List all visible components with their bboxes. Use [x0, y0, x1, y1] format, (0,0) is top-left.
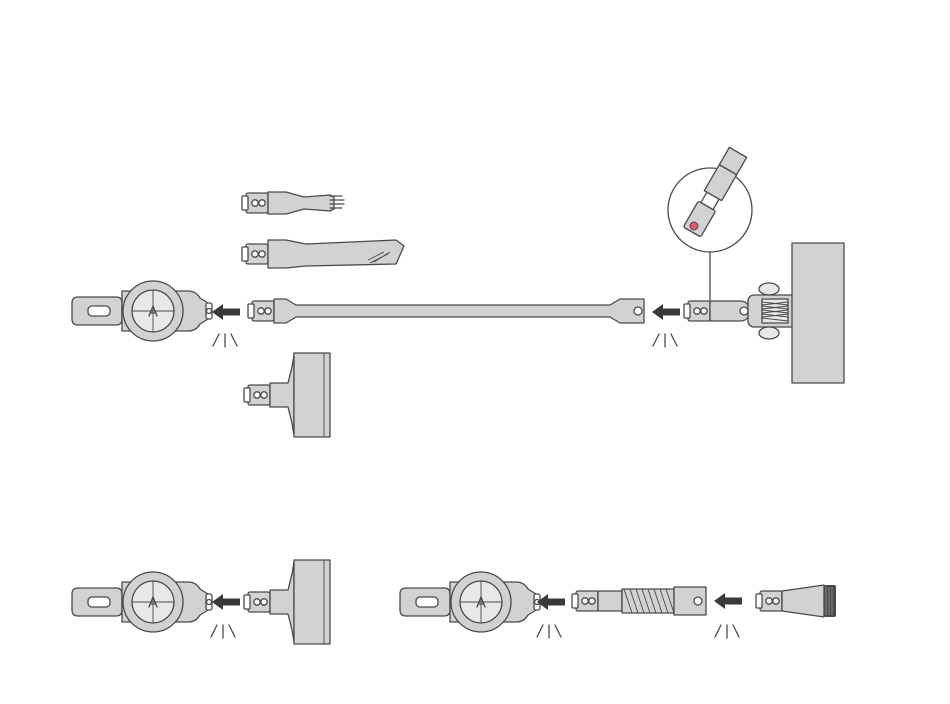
mini-motorized-brush: [244, 353, 330, 437]
insert-arrow-icon: [212, 304, 240, 320]
floor-brush-head: [684, 243, 844, 383]
click-lines-icon-2: [653, 334, 677, 347]
main-unit-bottom-left: [72, 572, 212, 632]
main-unit-bottom-right: [400, 572, 540, 632]
insert-arrow-icon-4: [537, 594, 565, 610]
brush-tool: [242, 192, 344, 214]
extension-tube: [248, 299, 644, 323]
dusting-brush: [756, 585, 836, 617]
click-lines-icon-5: [715, 625, 739, 638]
release-button-callout: [668, 147, 752, 300]
release-button-icon: [690, 222, 698, 230]
crevice-tool: [242, 240, 404, 268]
mini-motorized-brush-attached: [244, 560, 330, 644]
main-unit-top: [72, 281, 212, 341]
click-lines-icon: [213, 334, 237, 347]
click-lines-icon-3: [211, 625, 235, 638]
flexible-hose: [572, 587, 706, 615]
insert-arrow-icon-2: [652, 304, 680, 320]
click-lines-icon-4: [537, 625, 561, 638]
insert-arrow-icon-5: [714, 593, 742, 609]
insert-arrow-icon-3: [212, 594, 240, 610]
